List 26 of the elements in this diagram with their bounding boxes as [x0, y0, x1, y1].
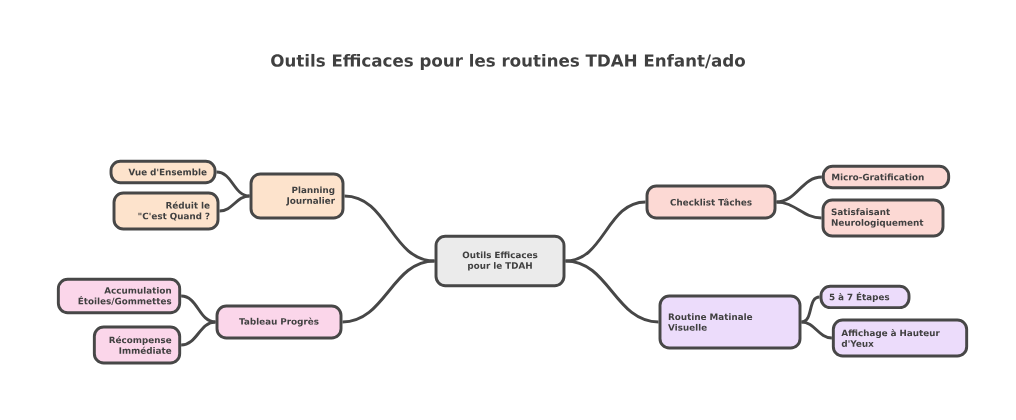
topic-box: Vue d'Ensemble [109, 159, 217, 185]
connector [801, 320, 832, 340]
topic-box: Planning Journalier [249, 172, 345, 220]
topic-box: Tableau Progrès [215, 304, 343, 340]
topic-box: Réduit le "C'est Quand ? [112, 191, 220, 231]
connector [776, 175, 822, 204]
topic-box: 5 à 7 Étapes [819, 284, 911, 310]
connector [801, 295, 820, 324]
connector [344, 194, 435, 263]
connector [180, 320, 216, 347]
topic-box: Affichage à Hauteur d'Yeux [831, 318, 969, 358]
connector [216, 170, 250, 198]
topic-box: Micro-Gratification [821, 164, 951, 190]
topic-box: Accumulation Étoiles/Gommettes [56, 277, 182, 315]
connector [565, 259, 659, 324]
topic-box: Outils Efficaces pour le TDAH [434, 234, 566, 288]
connector [180, 294, 216, 324]
connector [565, 200, 646, 263]
topic-box: Satisfaisant Neurologiquement [821, 198, 945, 238]
topic-box: Checklist Tâches [645, 184, 777, 220]
connector [776, 200, 822, 220]
topic-box: Récompense Immédiate [92, 325, 182, 365]
topic-box: Routine Matinale Visuelle [658, 294, 802, 350]
title: Outils Efficaces pour les routines TDAH Enfant/ado [271, 53, 745, 71]
connector [342, 259, 435, 324]
connector [219, 194, 250, 213]
